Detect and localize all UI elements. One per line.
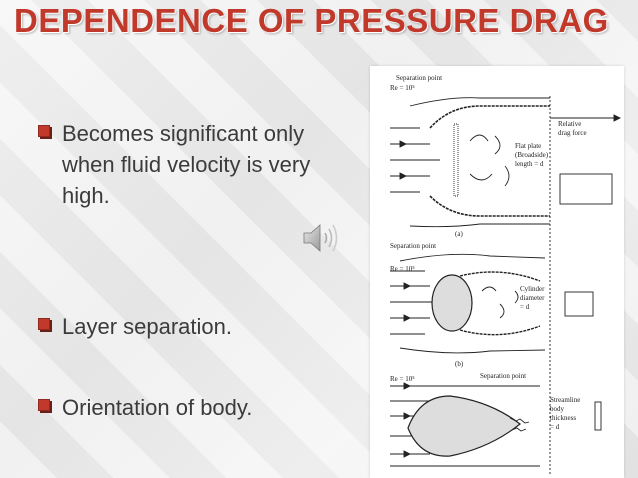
figure-label: thickness <box>550 414 576 422</box>
figure-label: Relative <box>558 120 581 128</box>
bullet-item-separation: Layer separation. <box>38 311 358 342</box>
bullet-item-velocity: Becomes significant only when fluid velo… <box>38 118 358 211</box>
figure-label: (b) <box>455 360 464 368</box>
figure-label: drag force <box>558 129 587 137</box>
figure-label: = d <box>520 303 530 311</box>
figure-label: diameter <box>520 294 545 302</box>
bullet-text: Orientation of body. <box>62 395 253 420</box>
figure-label: Separation point <box>480 372 526 380</box>
pressure-drag-figure: Separation point Re = 10⁵ Relative drag … <box>370 66 624 478</box>
figure-label: (Broadside) <box>515 151 549 159</box>
figure-label: body <box>550 405 565 413</box>
figure-label: Cylinder <box>520 285 545 293</box>
figure-label: (a) <box>455 230 463 238</box>
figure-label: Re = 10⁵ <box>390 375 415 383</box>
figure-label: Separation point <box>396 74 442 82</box>
checkbox-bullet-icon <box>38 125 50 137</box>
checkbox-bullet-icon <box>38 399 50 411</box>
figure-label: Separation point <box>390 242 436 250</box>
figure-label: length = d <box>515 160 544 168</box>
bullet-text: Becomes significant only when fluid velo… <box>62 121 311 208</box>
bullet-item-orientation: Orientation of body. <box>38 392 358 423</box>
figure-label: Re = 10⁵ <box>390 265 415 273</box>
figure-label: Flat plate <box>515 142 541 150</box>
speaker-icon[interactable] <box>300 220 342 256</box>
figure-label: Re = 10⁵ <box>390 84 415 92</box>
slide-title: DEPENDENCE OF PRESSURE DRAG <box>14 2 609 39</box>
figure-label: = d <box>550 423 560 431</box>
checkbox-bullet-icon <box>38 318 50 330</box>
figure-label: Streamline <box>550 396 580 404</box>
bullet-text: Layer separation. <box>62 314 232 339</box>
